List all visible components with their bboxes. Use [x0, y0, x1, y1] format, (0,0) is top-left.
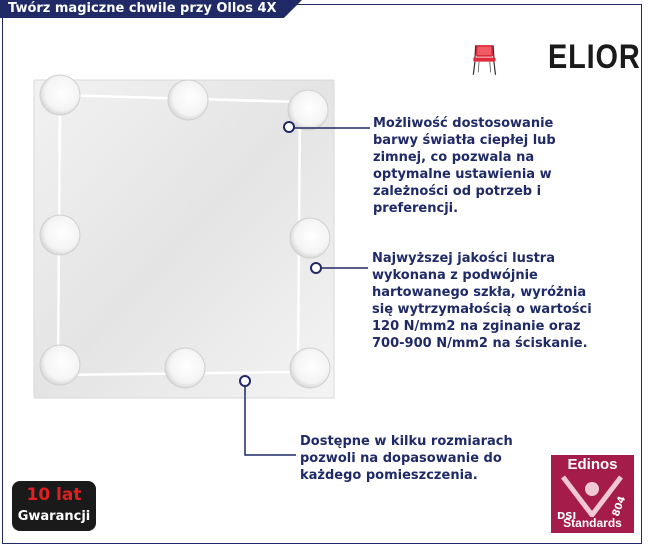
mirror-image: [33, 74, 335, 399]
bulb: [39, 74, 331, 389]
page-frame: [2, 4, 642, 544]
edinos-badge: Edinos DSI 804 Standards: [551, 455, 634, 533]
chair-icon: [472, 45, 497, 75]
page-title: Twórz magiczne chwile przy Ollos 4X: [0, 0, 302, 18]
brand-name: ELIOR: [548, 38, 641, 76]
callout-color-temperature: Możliwość dostosowanie barwy światła cie…: [373, 116, 556, 216]
certification-icon: [561, 475, 623, 517]
edinos-standards: Standards: [563, 516, 622, 530]
edinos-title: Edinos: [567, 456, 618, 473]
guarantee-years: 10 lat: [26, 485, 82, 505]
guarantee-label: Gwarancji: [17, 509, 91, 524]
guarantee-badge: 10 lat Gwarancji: [12, 481, 96, 531]
callout-glass-quality: Najwyższej jakości lustra wykonana z pod…: [372, 251, 592, 351]
callout-sizes: Dostępne w kilku rozmiarach pozwoli na d…: [300, 434, 513, 483]
edinos-dsi: DSI: [557, 511, 577, 522]
